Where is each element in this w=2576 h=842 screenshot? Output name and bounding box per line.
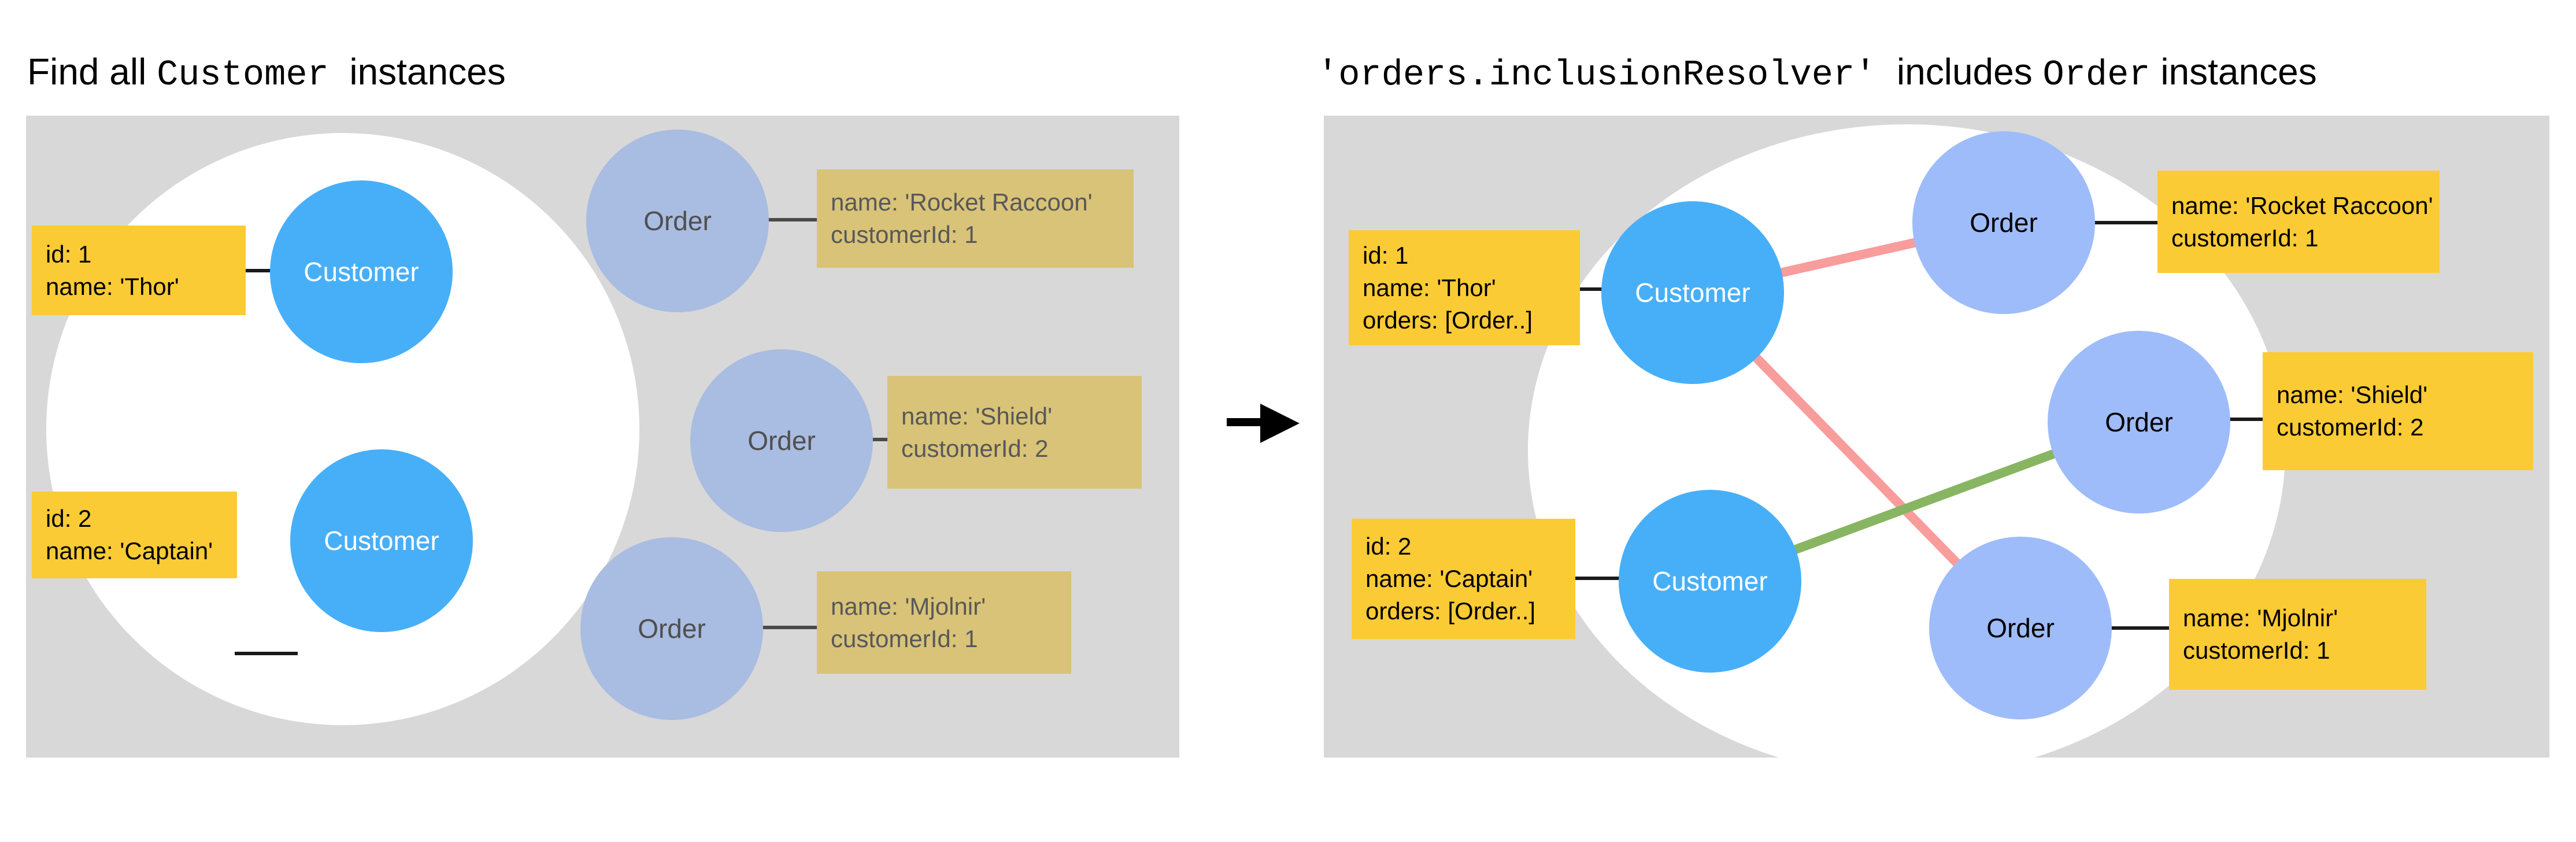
order-shield-circle: Order [2048, 331, 2230, 514]
order-mjolnir-circle: Order [1929, 537, 2112, 719]
customer-1-circle: Customer [270, 180, 453, 363]
order-shield-props-box: name: 'Shield' customerId: 2 [2263, 352, 2533, 470]
order-mjolnir-props-box: name: 'Mjolnir' customerId: 1 [817, 571, 1071, 674]
title-code-inclusion-resolver: 'orders.inclusionResolver' [1317, 54, 1877, 95]
title-text: Find all [27, 51, 157, 93]
order-rocket-props-box: name: 'Rocket Raccoon' customerId: 1 [817, 169, 1134, 268]
order-rocket-label: Order [643, 206, 712, 236]
find-customers-panel: Customer Customer Order Order Order id: … [26, 116, 1179, 758]
title-text: instances [328, 51, 506, 93]
customer-1-props-box: id: 1 name: 'Thor' orders: [Order..] [1349, 230, 1580, 345]
order-shield-label: Order [747, 426, 816, 456]
customer-2-props-box: id: 2 name: 'Captain' orders: [Order..] [1352, 519, 1575, 639]
title-text: includes [1876, 51, 2043, 93]
customer-1-circle: Customer [1601, 201, 1784, 384]
order-shield-label: Order [2105, 407, 2173, 437]
order-rocket-circle: Order [586, 130, 769, 312]
left-panel-title: Find all Customer instances [27, 49, 506, 98]
title-text: instances [2150, 51, 2317, 93]
title-code-order: Order [2042, 54, 2151, 95]
customer-1-label: Customer [1635, 278, 1750, 308]
order-shield-circle: Order [690, 349, 873, 532]
order-mjolnir-props-box: name: 'Mjolnir' customerId: 1 [2169, 579, 2426, 690]
inclusion-resolver-panel: Customer Customer Order Order Order id: … [1324, 116, 2549, 758]
customer-2-circle: Customer [290, 449, 473, 632]
order-mjolnir-circle: Order [580, 537, 763, 720]
order-shield-props-box: name: 'Shield' customerId: 2 [887, 376, 1142, 489]
customer-2-props-box: id: 2 name: 'Captain' [32, 492, 237, 578]
order-rocket-label: Order [1970, 208, 2038, 238]
customer-1-label: Customer [304, 257, 419, 287]
order-rocket-circle: Order [1912, 131, 2095, 314]
customer-1-props-box: id: 1 name: 'Thor' [32, 226, 246, 315]
customer-2-circle: Customer [1619, 490, 1801, 673]
right-panel-title: 'orders.inclusionResolver' includes Orde… [1317, 49, 2317, 98]
order-mjolnir-label: Order [1986, 613, 2055, 643]
right-arrow-icon [1227, 404, 1300, 443]
customer-2-label: Customer [1652, 566, 1768, 596]
customer-2-label: Customer [324, 526, 439, 556]
order-rocket-props-box: name: 'Rocket Raccoon' customerId: 1 [2157, 171, 2440, 273]
title-code-customer: Customer [157, 54, 329, 95]
order-mjolnir-label: Order [638, 614, 706, 644]
